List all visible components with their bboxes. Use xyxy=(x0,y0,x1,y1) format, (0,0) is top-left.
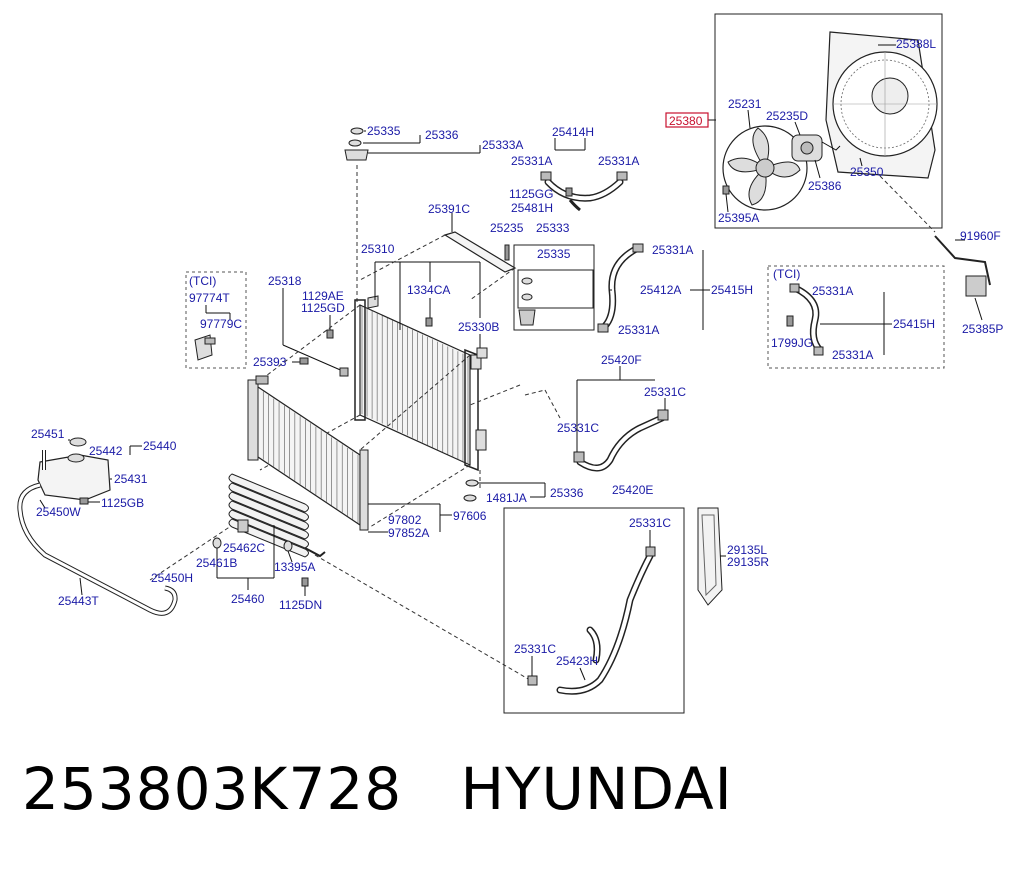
label-25440: 25440 xyxy=(143,439,177,453)
radiator-cap-group xyxy=(344,127,481,161)
radiator-leaders xyxy=(282,261,481,373)
label-29135R: 29135R xyxy=(727,555,769,569)
label-25380[interactable]: 25380 xyxy=(669,114,703,128)
cooling-fan xyxy=(722,125,808,211)
part-caption: 253803K728 HYUNDAI xyxy=(22,760,733,818)
label-25450W: 25450W xyxy=(36,505,81,519)
label-97779C: 97779C xyxy=(200,317,242,331)
caption-part-number: 253803K728 xyxy=(22,755,403,823)
label-25460: 25460 xyxy=(231,592,265,606)
label-25331C-4: 25331C xyxy=(514,642,556,656)
label-25350: 25350 xyxy=(850,165,884,179)
label-97852A: 97852A xyxy=(388,526,429,540)
label-25481H: 25481H xyxy=(511,201,553,215)
cooler-leaders xyxy=(216,525,306,596)
caption-brand: HYUNDAI xyxy=(460,755,733,823)
label-25333: 25333 xyxy=(536,221,570,235)
label-25331A-1: 25331A xyxy=(511,154,552,168)
label-25331C-2: 25331C xyxy=(557,421,599,435)
label-1125GD: 1125GD xyxy=(301,301,345,315)
condenser xyxy=(247,375,369,531)
label-tci-right: (TCI) xyxy=(773,267,800,281)
label-25331A-3: 25331A xyxy=(652,243,693,257)
oil-cooler-tube xyxy=(228,491,309,531)
tci-right-group xyxy=(767,265,945,369)
label-25333A: 25333A xyxy=(482,138,523,152)
oil-cooler-tube xyxy=(228,473,309,513)
label-25391C: 25391C xyxy=(428,202,470,216)
label-91960F: 91960F xyxy=(960,229,1001,243)
label-25231: 25231 xyxy=(728,97,762,111)
hose-25412A xyxy=(597,243,710,333)
label-25451: 25451 xyxy=(31,427,65,441)
hose-25420E-group xyxy=(503,507,685,714)
label-25335-box: 25335 xyxy=(537,247,571,261)
label-25414H: 25414H xyxy=(552,125,594,139)
label-25442: 25442 xyxy=(89,444,123,458)
label-25395A: 25395A xyxy=(718,211,759,225)
label-25388L: 25388L xyxy=(896,37,936,51)
cap-box-25333 xyxy=(504,244,595,331)
oil-cooler-tube xyxy=(228,482,309,522)
label-97774T: 97774T xyxy=(189,291,230,305)
label-25461B: 25461B xyxy=(196,556,237,570)
oil-cooler-tube xyxy=(228,500,309,540)
label-25310: 25310 xyxy=(361,242,395,256)
label-25385P: 25385P xyxy=(962,322,1003,336)
label-25235: 25235 xyxy=(490,221,524,235)
label-29135L: 29135L xyxy=(727,543,767,557)
label-1125GG: 1125GG xyxy=(509,187,553,201)
label-1334CA: 1334CA xyxy=(407,283,450,297)
label-25420E: 25420E xyxy=(612,483,653,497)
label-25415H-1: 25415H xyxy=(711,283,753,297)
oil-cooler xyxy=(212,473,326,587)
label-25335-top: 25335 xyxy=(367,124,401,138)
label-25330B: 25330B xyxy=(458,320,499,334)
label-25462C: 25462C xyxy=(223,541,265,555)
label-25331A-6: 25331A xyxy=(832,348,873,362)
label-group: 25388L 25380 25231 25235D 25386 25350 25… xyxy=(31,37,1003,668)
highlight-box xyxy=(665,112,709,128)
sensor-unit xyxy=(965,275,987,297)
label-25431: 25431 xyxy=(114,472,148,486)
label-97606: 97606 xyxy=(453,509,487,523)
fan-assembly-group xyxy=(708,13,943,229)
coolant-reservoir xyxy=(37,437,111,505)
label-25331C-3: 25331C xyxy=(629,516,671,530)
label-1799JG: 1799JG xyxy=(771,336,813,350)
label-25423H: 25423H xyxy=(556,654,598,668)
label-25415H-2: 25415H xyxy=(893,317,935,331)
label-25386: 25386 xyxy=(808,179,842,193)
label-97802: 97802 xyxy=(388,513,422,527)
tci-left-group xyxy=(185,271,247,369)
label-tci-left: (TCI) xyxy=(189,274,216,288)
label-25336-low: 25336 xyxy=(550,486,584,500)
sensor-wire xyxy=(934,235,991,286)
label-25336-top: 25336 xyxy=(425,128,459,142)
oil-cooler-pipe xyxy=(304,547,326,558)
label-25331C-1: 25331C xyxy=(644,385,686,399)
label-25443T: 25443T xyxy=(58,594,99,608)
parts-diagram: 25388L 25380 25231 25235D 25386 25350 25… xyxy=(17,13,1003,714)
label-25331A-2: 25331A xyxy=(598,154,639,168)
label-1125DN: 1125DN xyxy=(279,598,322,612)
label-13395A: 13395A xyxy=(274,560,315,574)
radiator xyxy=(354,295,487,472)
label-25318: 25318 xyxy=(268,274,302,288)
upper-hose xyxy=(540,138,628,212)
label-25331A-4: 25331A xyxy=(618,323,659,337)
fan-motor xyxy=(791,134,823,162)
hose-25420F xyxy=(573,366,669,472)
label-25412A: 25412A xyxy=(640,283,681,297)
label-25331A-5: 25331A xyxy=(812,284,853,298)
label-25393: 25393 xyxy=(253,355,287,369)
label-1481JA: 1481JA xyxy=(486,491,527,505)
label-25450H: 25450H xyxy=(151,571,193,585)
label-1129AE: 1129AE xyxy=(302,289,344,303)
label-25235D: 25235D xyxy=(766,109,808,123)
label-25420F: 25420F xyxy=(601,353,642,367)
side-bracket xyxy=(697,507,726,606)
label-1125GB: 1125GB xyxy=(101,496,144,510)
